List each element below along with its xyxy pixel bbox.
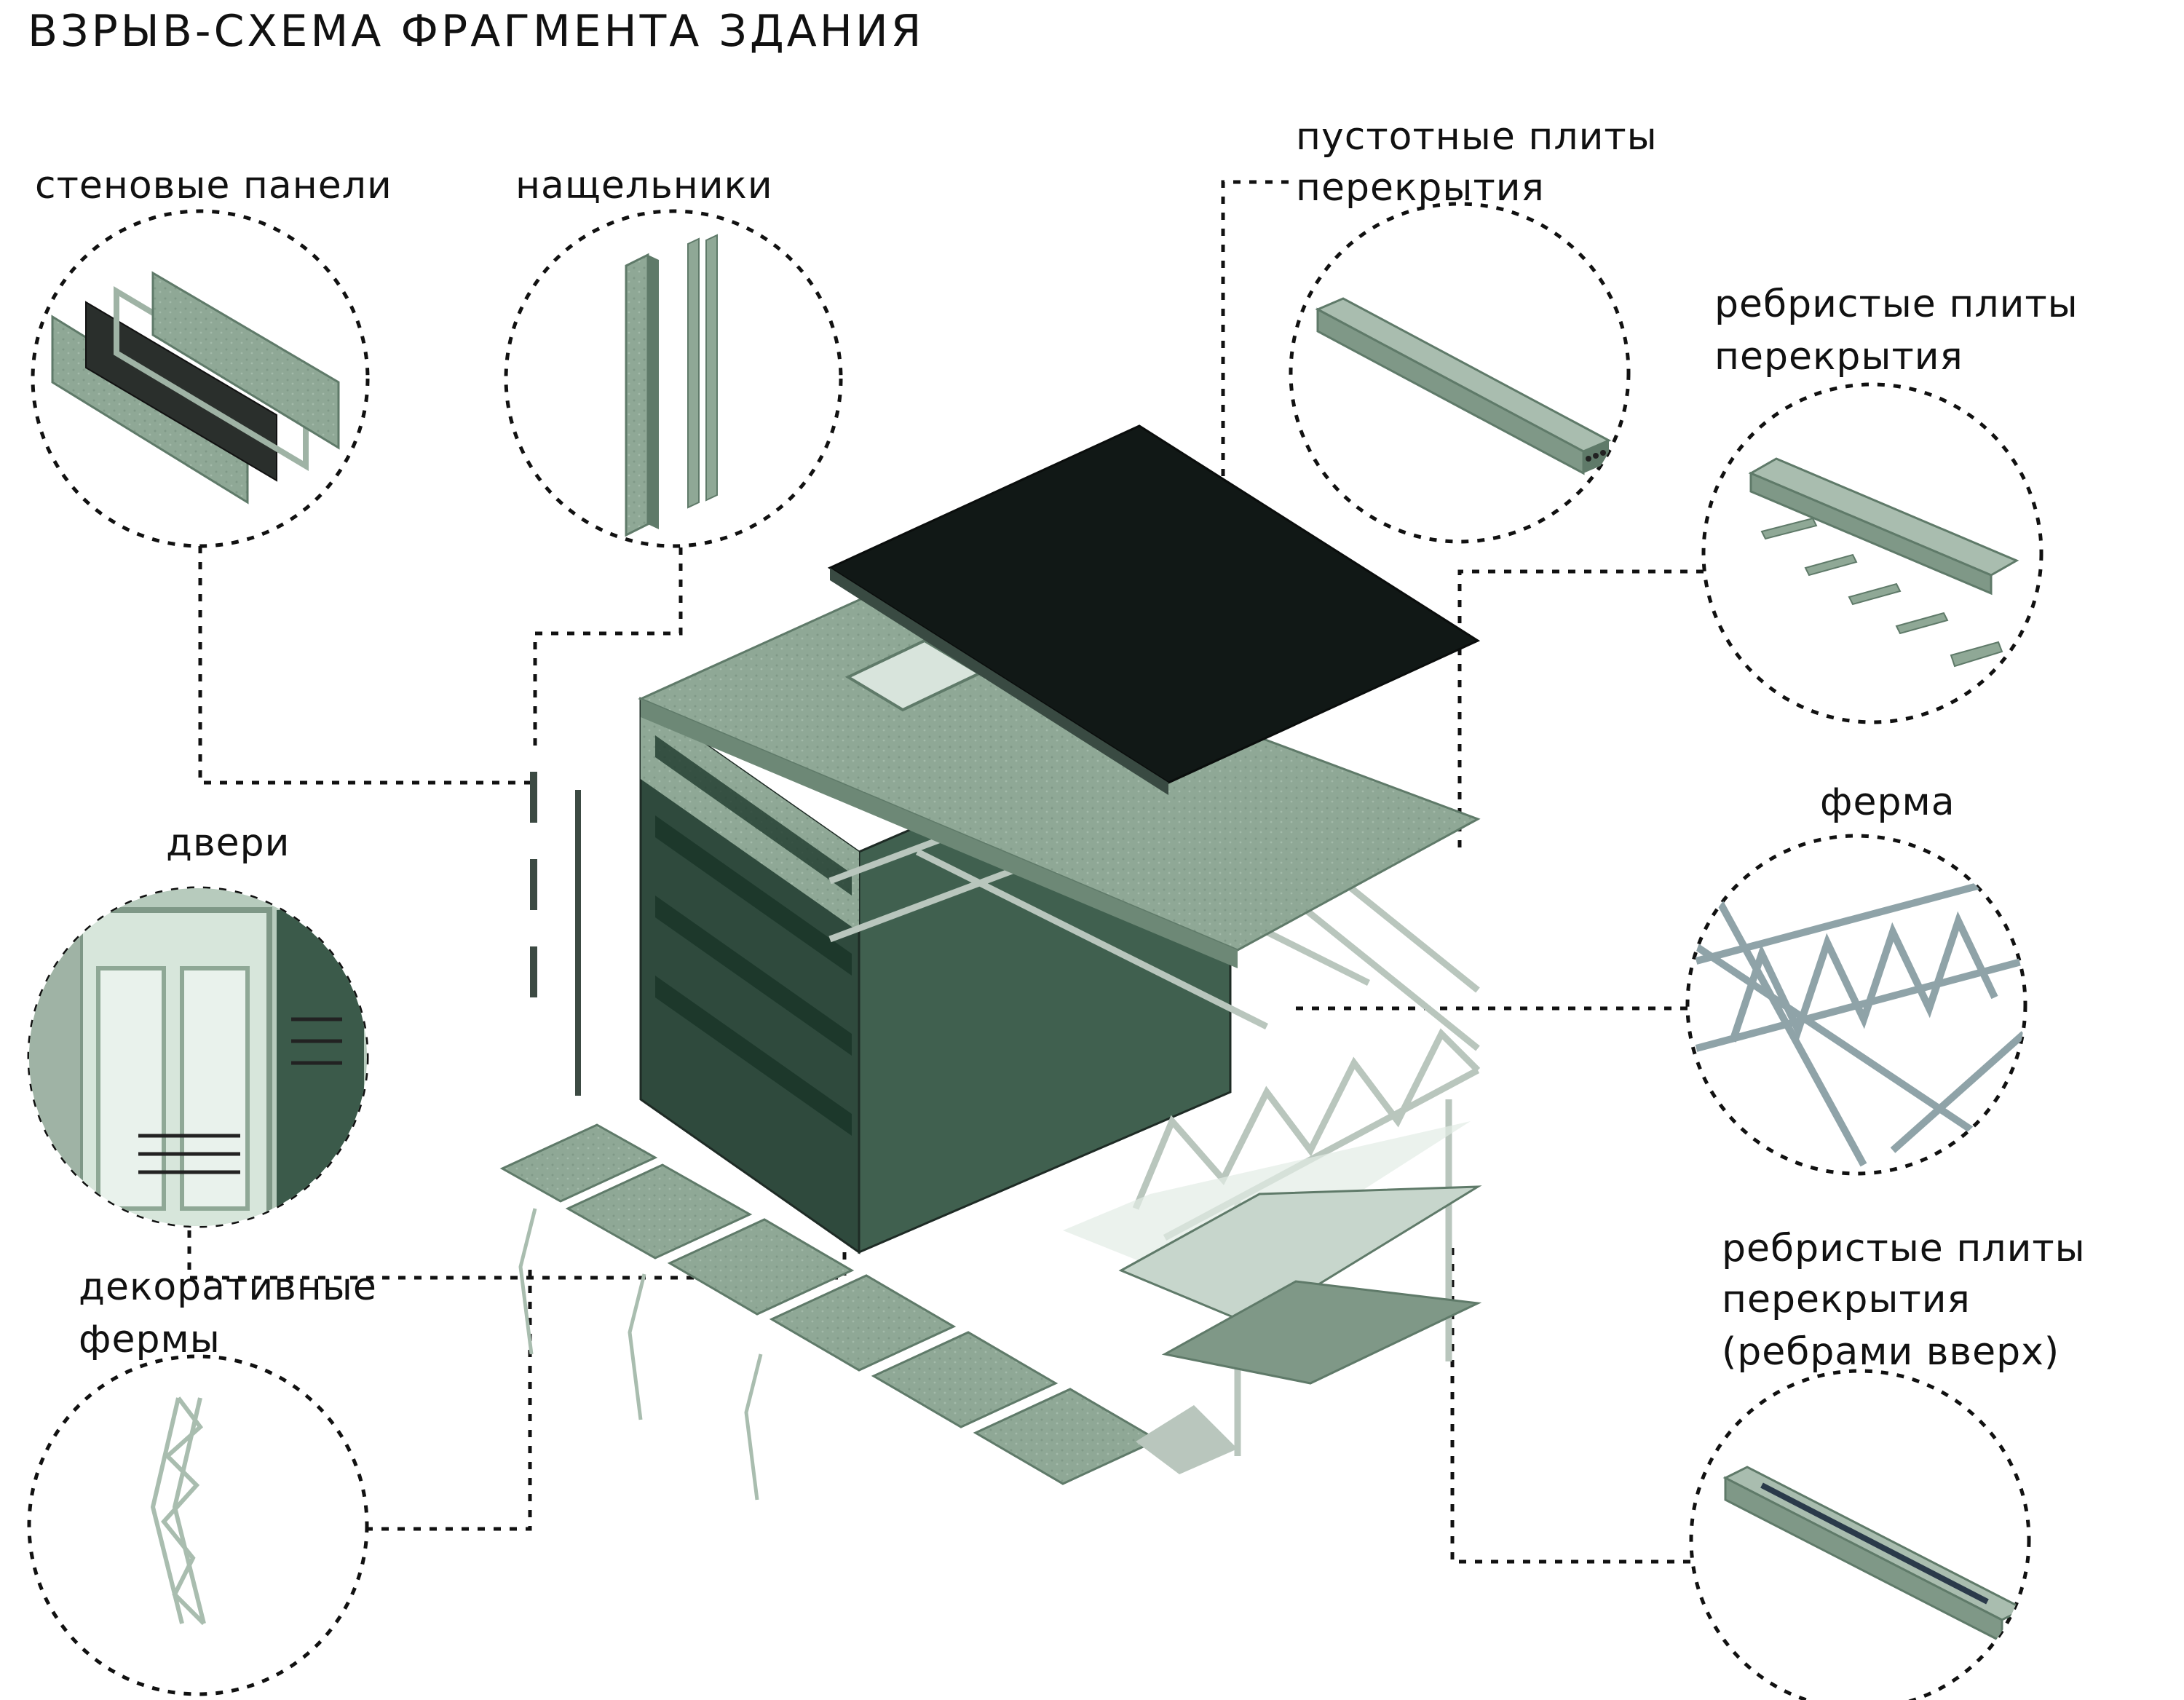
label-hollow-slabs-line2: перекрытия: [1296, 166, 1545, 210]
label-truss: ферма: [1820, 780, 1955, 824]
label-ribbed-up-line3: (ребрами вверх): [1722, 1330, 2060, 1374]
detail-decorative-truss-drawing: [150, 1396, 206, 1626]
label-ribbed-slabs-line1: ребристые плиты: [1714, 282, 2078, 326]
label-ribbed-up-line1: ребристые плиты: [1722, 1227, 2086, 1270]
floating-strips: [530, 772, 581, 1096]
circle-wall-panels: [31, 209, 370, 548]
ground-slabs: [499, 1123, 1160, 1485]
detail-doors-drawing: [29, 888, 367, 1226]
detail-wall-panels-drawing: [51, 271, 340, 505]
leader-doors: [187, 1230, 847, 1280]
circle-ribbed-up: [1689, 1369, 2031, 1700]
label-decorative-trusses-line1: декоративные: [79, 1265, 377, 1309]
leader-decorative-trusses: [365, 1263, 532, 1531]
diagram-title: ВЗРЫВ-СХЕМА ФРАГМЕНТА ЗДАНИЯ: [28, 6, 925, 57]
label-cover-strips: нащельники: [515, 164, 773, 207]
slab-lower: [1161, 1280, 1482, 1385]
circle-cover-strips: [504, 209, 843, 548]
circle-decorative-trusses: [27, 1354, 369, 1696]
label-ribbed-up-line2: перекрытия: [1722, 1278, 1971, 1321]
roof-edge: [830, 568, 1168, 795]
slab-middle: [1118, 1185, 1482, 1327]
label-ribbed-slabs-line2: перекрытия: [1714, 335, 1963, 379]
circle-hollow-slabs: [1289, 202, 1631, 544]
building-window-bands: [655, 735, 852, 1136]
leader-ribbed-up: [1450, 1245, 1690, 1564]
slab-top-edge: [641, 699, 1238, 968]
circle-truss: [1685, 834, 2027, 1176]
label-wall-panels: стеновые панели: [35, 164, 392, 207]
slab-ground: [1136, 1405, 1238, 1474]
detail-truss-drawing: [1693, 857, 2025, 1169]
leader-cover-strips: [533, 547, 683, 754]
detail-cover-strips-drawing: [625, 234, 718, 537]
central-building: [499, 424, 1482, 1501]
label-hollow-slabs-line1: пустотные плиты: [1296, 115, 1658, 159]
label-decorative-trusses-line2: фермы: [79, 1318, 221, 1361]
leader-hollow-slabs: [1221, 180, 1289, 779]
detail-hollow-slab-drawing: [1315, 297, 1612, 475]
leader-wall-panels: [198, 546, 531, 785]
circle-ribbed-slabs: [1701, 382, 2043, 724]
detail-ribbed-up-drawing: [1722, 1466, 2027, 1644]
detail-circles: [27, 202, 2043, 1700]
label-doors: двери: [166, 821, 290, 865]
hanging-decorative-trusses: [518, 1208, 763, 1501]
detail-ribbed-slab-drawing: [1748, 457, 2019, 668]
leader-ribbed-slabs: [1457, 569, 1704, 848]
